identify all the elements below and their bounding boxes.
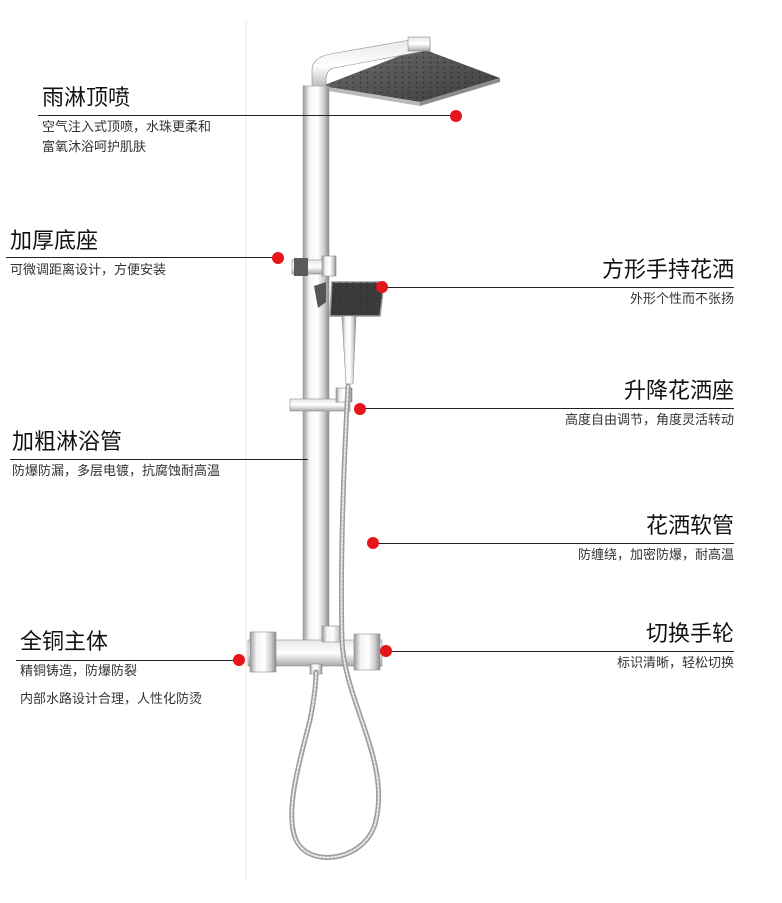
callout-title: 花洒软管: [645, 514, 734, 539]
marker-hose: [367, 537, 379, 549]
leader-copper-body: [16, 660, 240, 661]
marker-rain-shower: [450, 110, 462, 122]
callout-title: 方形手持花洒: [601, 258, 734, 283]
callout-lift-holder: 升降花洒座 高度自由调节，角度灵活转动: [565, 379, 734, 431]
callout-title: 加厚底座: [10, 229, 99, 254]
leader-thick-base: [6, 257, 278, 258]
wall-bracket: [291, 255, 337, 277]
callout-desc-line: 外形个性而不张扬: [629, 292, 734, 307]
marker-thick-base: [272, 252, 284, 264]
leader-thick-pipe: [10, 459, 308, 460]
callout-desc-line: 富氧沐浴呵护肌肤: [42, 140, 147, 155]
callout-rain-shower: 雨淋顶喷 空气注入式顶喷，水珠更柔和 富氧沐浴呵护肌肤: [42, 86, 211, 158]
callout-desc-line: 标识清晰，轻松切换: [616, 656, 734, 671]
callout-hose: 花洒软管 防缠绕，加密防爆，耐高温: [578, 514, 734, 566]
callout-title: 升降花洒座: [623, 379, 734, 404]
leader-hose: [376, 543, 734, 544]
marker-square-handheld: [376, 281, 388, 293]
callout-desc-line: 防爆防漏，多层电镀，抗腐蚀耐高温: [12, 464, 221, 479]
leader-lift-holder: [362, 408, 734, 409]
callout-title: 全铜主体: [20, 630, 109, 655]
marker-switch-wheel: [380, 645, 392, 657]
marker-copper-body: [233, 654, 245, 666]
callout-copper-body: 全铜主体 精铜铸造，防爆防裂 内部水路设计合理，人性化防烫: [20, 630, 202, 710]
callout-desc-line: 防缠绕，加密防爆，耐高温: [577, 548, 734, 563]
callout-thick-base: 加厚底座 可微调距离设计，方便安装: [10, 229, 166, 281]
marker-lift-holder: [354, 403, 366, 415]
callout-switch-wheel: 切换手轮 标识清晰，轻松切换: [617, 622, 734, 674]
callout-desc-line: 精铜铸造，防爆防裂: [20, 664, 138, 679]
mixer-body: [247, 625, 383, 675]
leader-switch-wheel: [388, 651, 734, 652]
callout-title: 切换手轮: [645, 622, 734, 647]
callout-square-handheld: 方形手持花洒 外形个性而不张扬: [602, 258, 734, 310]
callout-title: 雨淋顶喷: [42, 86, 131, 111]
callout-title: 加粗淋浴管: [12, 430, 123, 455]
callout-desc-line: 空气注入式顶喷，水珠更柔和: [42, 120, 212, 135]
callout-thick-pipe: 加粗淋浴管 防爆防漏，多层电镀，抗腐蚀耐高温: [12, 430, 220, 482]
callout-desc-line: 高度自由调节，角度灵活转动: [564, 413, 734, 428]
leader-rain-shower: [38, 115, 456, 116]
handheld-shower: [314, 281, 385, 385]
callout-desc-line: 内部水路设计合理，人性化防烫: [20, 692, 203, 707]
rain-shower-head: [311, 36, 500, 106]
callout-desc-line: 可微调距离设计，方便安装: [10, 263, 167, 278]
leader-square-handheld: [384, 287, 734, 288]
